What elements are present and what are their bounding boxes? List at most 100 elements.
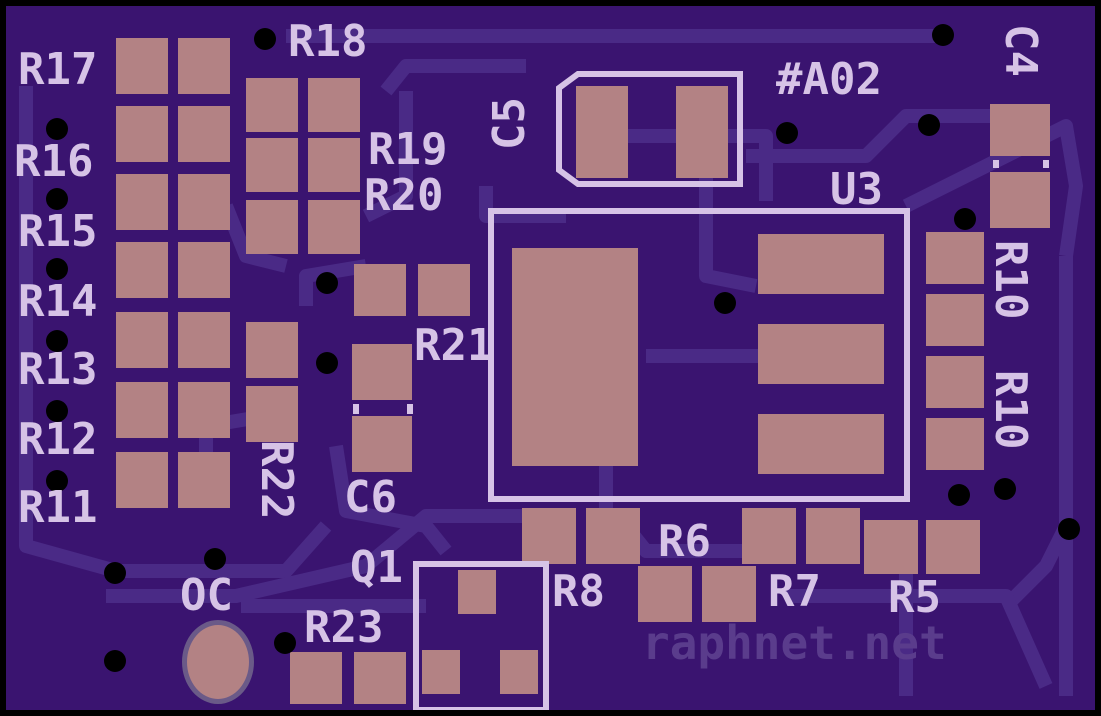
c6-pad-top <box>352 344 412 400</box>
via <box>104 562 126 584</box>
label-r18: R18 <box>288 16 368 67</box>
r18-pad-right <box>308 78 360 132</box>
label-r21: R21 <box>414 320 494 371</box>
r6-pad-right <box>702 566 756 622</box>
via <box>316 352 338 374</box>
r15-pad-right <box>178 174 230 230</box>
label-q1: Q1 <box>350 542 403 593</box>
r7-pad-right <box>806 508 860 564</box>
r19-pad-left <box>246 138 298 192</box>
r23-pad-right <box>354 652 406 704</box>
via <box>274 632 296 654</box>
r19-pad-right <box>308 138 360 192</box>
label-r10-bottom: R10 <box>985 370 1036 450</box>
r5-pad-left <box>864 520 918 574</box>
silkscreen-outlines <box>353 71 1049 710</box>
r6-pad-left <box>638 566 692 622</box>
via <box>46 400 68 422</box>
q1-pad-top <box>458 570 496 614</box>
r5-pad-right <box>926 520 980 574</box>
label-r20: R20 <box>364 170 444 221</box>
label-r13: R13 <box>18 344 98 395</box>
r22-pad-top <box>246 322 298 378</box>
label-r10-top: R10 <box>985 240 1036 320</box>
u3-tab-pad <box>512 248 638 466</box>
via <box>46 470 68 492</box>
c5-outline <box>556 71 743 187</box>
via <box>204 548 226 570</box>
label-r6: R6 <box>658 516 711 567</box>
label-r5: R5 <box>888 572 941 623</box>
r11-pad-right <box>178 452 230 508</box>
label-revision: #A02 <box>776 54 882 105</box>
via <box>932 24 954 46</box>
r12-pad-right <box>178 382 230 438</box>
oc-pad <box>182 620 254 704</box>
label-r12: R12 <box>18 414 98 465</box>
label-r17: R17 <box>18 44 98 95</box>
u3-pin-1 <box>758 234 884 294</box>
c4-pad-top <box>990 104 1050 156</box>
label-r15: R15 <box>18 206 98 257</box>
u3-pin-3 <box>758 414 884 474</box>
via <box>46 118 68 140</box>
via <box>46 330 68 352</box>
q1-pad-left <box>422 650 460 694</box>
r16-pad-left <box>116 106 168 162</box>
via <box>316 272 338 294</box>
c5-pad-right <box>676 86 728 178</box>
label-r8: R8 <box>552 566 605 617</box>
label-c5: C5 <box>484 97 535 150</box>
via <box>1058 518 1080 540</box>
q1-pad-right <box>500 650 538 694</box>
via <box>714 292 736 314</box>
r17-pad-left <box>116 38 168 94</box>
r23-pad-left <box>290 652 342 704</box>
r21-pad-right <box>418 264 470 316</box>
via <box>46 258 68 280</box>
via <box>46 188 68 210</box>
label-u3: U3 <box>830 164 883 215</box>
label-r14: R14 <box>18 276 98 327</box>
u3-pin-2 <box>758 324 884 384</box>
label-r23: R23 <box>304 602 384 653</box>
c5-pad-left <box>576 86 628 178</box>
label-url: raphnet.net <box>642 616 947 670</box>
label-c4: C4 <box>995 24 1046 77</box>
r13-pad-right <box>178 312 230 368</box>
r8-pad-right <box>586 508 640 564</box>
r20-pad-right <box>308 200 360 254</box>
r8-pad-left <box>522 508 576 564</box>
u3-outline <box>488 208 910 502</box>
label-r7: R7 <box>768 566 821 617</box>
r18-pad-left <box>246 78 298 132</box>
via <box>254 28 276 50</box>
r11-pad-left <box>116 452 168 508</box>
label-r16: R16 <box>14 136 94 187</box>
r16-pad-right <box>178 106 230 162</box>
via <box>994 478 1016 500</box>
via <box>954 208 976 230</box>
c4-pad-bottom <box>990 172 1050 228</box>
r10b-pad-top <box>926 356 984 408</box>
label-c6: C6 <box>344 472 397 523</box>
r15-pad-left <box>116 174 168 230</box>
r10b-pad-bottom <box>926 418 984 470</box>
r13-pad-left <box>116 312 168 368</box>
via <box>104 650 126 672</box>
label-oc: OC <box>180 570 233 621</box>
q1-outline <box>413 561 549 710</box>
via <box>948 484 970 506</box>
label-r19: R19 <box>368 124 448 175</box>
r14-pad-left <box>116 242 168 298</box>
r7-pad-left <box>742 508 796 564</box>
c6-pad-bottom <box>352 416 412 472</box>
r10a-pad-top <box>926 232 984 284</box>
label-r22: R22 <box>251 440 302 520</box>
r17-pad-right <box>178 38 230 94</box>
r22-pad-bottom <box>246 386 298 442</box>
via <box>918 114 940 136</box>
via <box>776 122 798 144</box>
label-r11: R11 <box>18 482 98 533</box>
r20-pad-left <box>246 200 298 254</box>
